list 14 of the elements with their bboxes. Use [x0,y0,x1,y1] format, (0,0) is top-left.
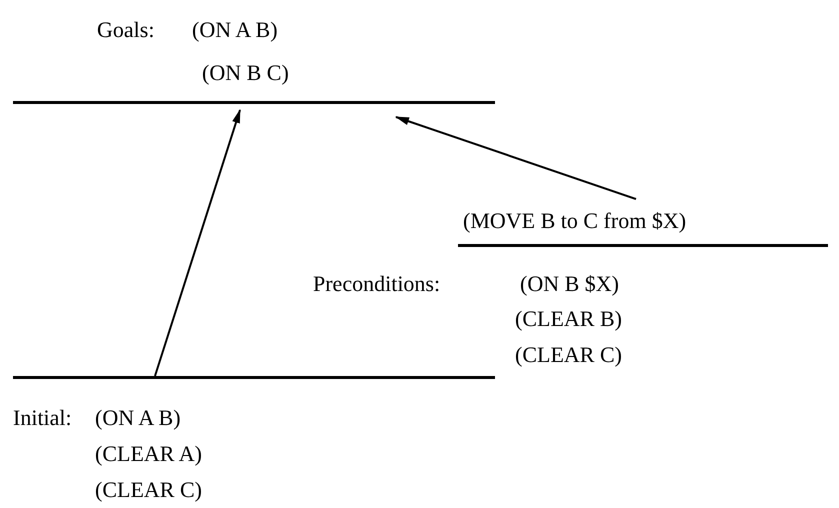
heading-label: (MOVE B to C from $X) [463,208,686,234]
condition-text: (CLEAR C) [515,342,622,368]
heading-label: Preconditions: [313,271,440,297]
condition-text: (CLEAR B) [515,306,622,332]
condition-text: (ON B C) [202,60,289,86]
condition-text: (ON A B) [95,405,181,431]
condition-text: (ON B $X) [520,271,619,297]
condition-text: (CLEAR A) [95,441,202,467]
condition-text: (ON A B) [192,17,278,43]
heading-label: Initial: [13,405,72,431]
arrow [154,109,241,376]
condition-text: (CLEAR C) [95,477,202,503]
arrow [395,116,636,200]
heading-label: Goals: [97,17,154,43]
